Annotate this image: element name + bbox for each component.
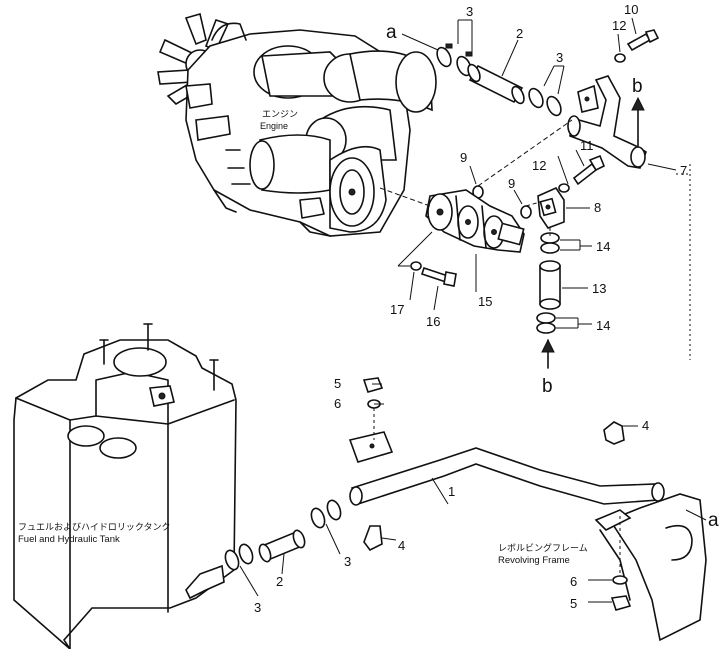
callout-8: 8: [594, 200, 601, 215]
callout-2-top: 2: [516, 26, 523, 41]
suction-pipe-1: [349, 447, 665, 506]
callout-4-top: 4: [642, 418, 649, 433]
bolt-11: [572, 154, 606, 186]
callout-11: 11: [580, 138, 594, 153]
letter-b-bottom: b: [542, 376, 553, 397]
callout-16: 16: [426, 314, 440, 329]
callout-2-bottom: 2: [276, 574, 283, 589]
frame-label-en: Revolving Frame: [498, 555, 570, 566]
engine-label-jp: エンジン: [262, 109, 298, 119]
reference-letters: a a b b: [386, 22, 719, 531]
callout-12-mid: 12: [532, 158, 546, 173]
rubber-hose-top: [467, 63, 525, 105]
suction-elbow-pipe: [567, 75, 647, 169]
fuel-hydraulic-tank: フュエルおよびハイドロリックタンク Fuel and Hydraulic Tan…: [13, 323, 237, 649]
callout-6-right: 6: [570, 574, 577, 589]
revolving-frame: [594, 493, 707, 642]
washer-6-right: [612, 575, 628, 585]
callouts: 1 2 2 3 3 3 3 4 4 5 5 6 6 7 8 9 9 10 11 …: [254, 2, 687, 615]
callout-3-top-left: 3: [466, 4, 473, 19]
callout-17: 17: [390, 302, 404, 317]
callout-1: 1: [448, 484, 455, 499]
letter-b-top: b: [632, 76, 643, 97]
engine-label-en: Engine: [260, 121, 288, 131]
callout-10: 10: [624, 2, 638, 17]
letter-a-right: a: [708, 510, 719, 531]
top-leader-lines: [379, 17, 691, 369]
frame-label-jp: レボルビングフレーム: [498, 542, 588, 553]
bolt-10: [626, 29, 660, 52]
washer-17: [410, 261, 422, 271]
callout-9-left: 9: [460, 150, 467, 165]
hose-clamp-top-left: [436, 43, 473, 77]
o-ring-9-right: [520, 205, 532, 219]
callout-3-bottom-left: 3: [254, 600, 261, 615]
callout-14-bottom: 14: [596, 318, 610, 333]
callout-4-bottom: 4: [398, 538, 405, 553]
bottom-leader-lines: [239, 383, 707, 603]
callout-5-left: 5: [334, 376, 341, 391]
elbow-fitting-8: [537, 186, 565, 229]
callout-3-bottom-mid: 3: [344, 554, 351, 569]
callout-14-top: 14: [596, 239, 610, 254]
hose-clamp-top-right: [528, 87, 562, 117]
callout-3-top-right: 3: [556, 50, 563, 65]
hose-clamp-14-bottom: [536, 312, 556, 334]
callout-13: 13: [592, 281, 606, 296]
tank-label-en: Fuel and Hydraulic Tank: [18, 534, 120, 545]
engine-flywheel-housing: [329, 145, 387, 233]
nut-5-left: [362, 377, 384, 393]
elbow-4-top: [603, 421, 625, 445]
bolt-16: [420, 266, 457, 287]
nut-5-right: [610, 595, 632, 611]
hose-clamp-bottom-left: [224, 543, 254, 571]
elbow-4-bottom: [363, 525, 383, 552]
letter-a-top: a: [386, 22, 397, 43]
hydraulic-pump-15: [425, 189, 525, 253]
callout-6-left: 6: [334, 396, 341, 411]
callout-12-top: 12: [612, 18, 626, 33]
washer-12-top: [614, 53, 626, 63]
hose-clamp-bottom-mid: [310, 499, 342, 529]
engine-air-cleaner: [249, 45, 437, 194]
engine: エンジン Engine: [157, 12, 437, 237]
callout-15: 15: [478, 294, 492, 309]
pipe-bracket: [348, 431, 394, 463]
callout-7: 7: [680, 163, 687, 178]
washer-12-mid: [558, 183, 570, 193]
rubber-hose-13: [539, 260, 561, 310]
callout-5-right: 5: [570, 596, 577, 611]
tank-label-jp: フュエルおよびハイドロリックタンク: [18, 522, 170, 532]
rubber-hose-bottom: [258, 529, 306, 563]
callout-9-right: 9: [508, 176, 515, 191]
